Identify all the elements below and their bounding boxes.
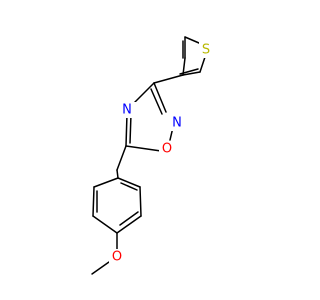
- atom-nitrogen-left: N: [122, 103, 132, 118]
- bond-n4-c5-double: [129, 113, 132, 144]
- bond-thienyl-oxadiazole: [153, 74, 184, 84]
- atom-labels: S N N O O: [109, 42, 213, 265]
- bond-c3-c2: [182, 71, 201, 76]
- label-mask-n-left: [118, 102, 136, 118]
- bond-c3-n4: [133, 82, 155, 104]
- bond-lines: [91, 36, 207, 275]
- label-mask-o-methoxy: [109, 249, 125, 265]
- bond-c5-o1: [125, 145, 162, 152]
- bond-ar-3-4: [116, 215, 142, 234]
- atom-oxygen-methoxy: O: [112, 250, 122, 265]
- bond-ar-6-1: [93, 177, 119, 188]
- bond-n4-c5: [125, 113, 128, 147]
- atom-oxygen-ring: O: [162, 142, 172, 157]
- bond-ar-2-3: [139, 186, 142, 217]
- bond-ar-inner-1: [120, 182, 138, 191]
- bond-ar-5-6: [92, 186, 95, 217]
- bond-ch2-aryl: [116, 169, 119, 179]
- label-mask-n-right: [169, 115, 185, 131]
- label-mask-s: [199, 42, 213, 58]
- bond-n2-c3: [153, 82, 167, 113]
- bond-ar-4-5: [92, 215, 118, 234]
- bond-c5-ch2: [116, 145, 127, 171]
- bond-c3-n2-double: [150, 88, 163, 115]
- bond-o-ch3: [91, 261, 110, 275]
- bond-ar-1-2: [117, 177, 141, 188]
- atom-sulfur: S: [202, 43, 210, 58]
- label-mask-o-ring: [159, 141, 175, 157]
- bond-ar-inner-2: [119, 211, 139, 226]
- atom-nitrogen-right: N: [172, 116, 182, 131]
- structure-diagram: S N N O O: [91, 36, 213, 275]
- bond-c3-c4-double: [179, 68, 199, 75]
- bond-c4-c3: [182, 57, 186, 76]
